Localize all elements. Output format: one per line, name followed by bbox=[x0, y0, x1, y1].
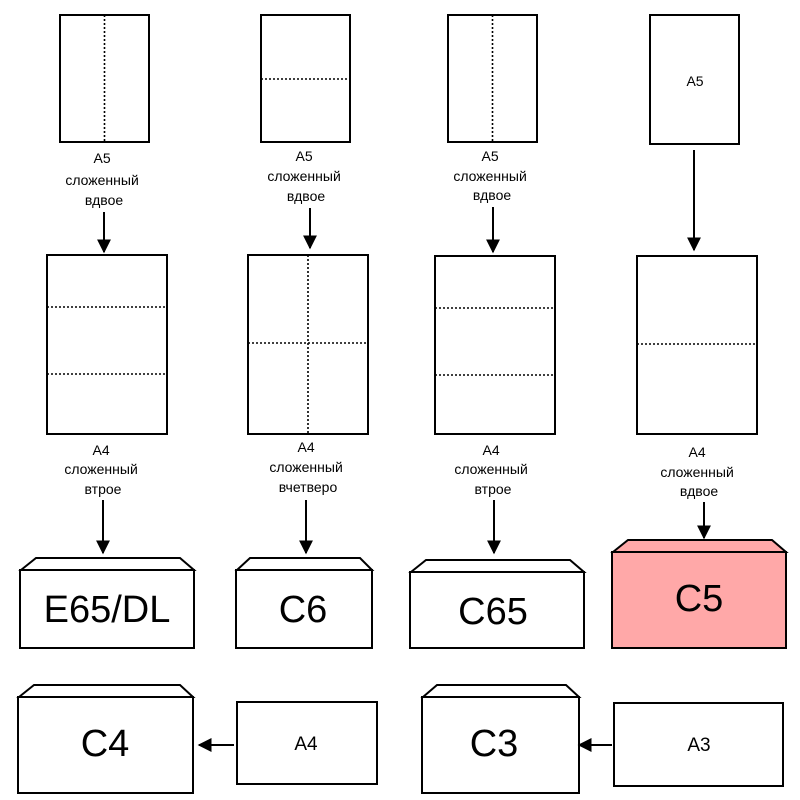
envelope-flap bbox=[18, 557, 197, 571]
a4-caption: A4 сложенный втрое bbox=[64, 442, 141, 497]
caption-line: сложенный bbox=[453, 168, 526, 184]
row-c4-a4: C4 A4 bbox=[16, 684, 378, 794]
a4-caption: A4 сложенный втрое bbox=[454, 442, 531, 497]
envelope-c65: C65 bbox=[408, 559, 587, 649]
envelope-label: C5 bbox=[675, 578, 724, 620]
caption-line: сложенный bbox=[660, 464, 733, 480]
caption-line: A4 bbox=[297, 439, 314, 455]
a5-sheet-folded-horizontal bbox=[260, 14, 351, 143]
caption-line: сложенный bbox=[454, 461, 527, 477]
caption-line: A4 bbox=[92, 442, 109, 458]
a5-caption: A5 сложенный вдвое bbox=[453, 148, 530, 203]
envelope-label: E65/DL bbox=[44, 589, 171, 631]
a5-caption: A5 сложенный вдвое bbox=[267, 148, 344, 204]
a4-sheet-folded-thirds bbox=[434, 255, 556, 435]
a5-sheet-label: A5 bbox=[686, 73, 703, 89]
caption-line: A5 bbox=[295, 148, 312, 164]
a4-sheet-landscape: A4 bbox=[236, 701, 378, 785]
caption-line: A4 bbox=[482, 442, 499, 458]
envelope-c3: C3 bbox=[420, 684, 582, 794]
caption-line: сложенный bbox=[267, 168, 340, 184]
caption-line: втрое bbox=[475, 481, 512, 497]
a4-sheet-folded-quarters bbox=[247, 254, 369, 435]
envelope-e65-dl: E65/DL bbox=[18, 557, 197, 649]
caption-line: вдвое bbox=[680, 483, 719, 499]
column-c6: A5 сложенный вдвое A4 сложенный вчетверо… bbox=[234, 14, 375, 649]
envelope-flap bbox=[610, 539, 789, 553]
a4-caption: A4 сложенный вдвое bbox=[660, 444, 737, 499]
caption-line: A4 bbox=[688, 444, 705, 460]
caption-line: вдвое bbox=[287, 188, 326, 204]
a5-sheet-folded-vertical bbox=[59, 14, 150, 143]
envelope-label: C6 bbox=[279, 589, 328, 631]
envelope-c5-highlighted: C5 bbox=[610, 539, 789, 649]
column-e65-dl: A5 сложенный вдвое A4 сложенный втрое E6… bbox=[18, 14, 197, 649]
caption-line: сложенный bbox=[65, 172, 138, 188]
caption-line: вчетверо bbox=[279, 479, 338, 495]
caption-line: сложенный bbox=[269, 459, 342, 475]
sheet-label: A3 bbox=[687, 735, 710, 756]
column-c65: A5 сложенный вдвое A4 сложенный втрое C6… bbox=[408, 14, 587, 649]
envelope-label: C4 bbox=[81, 723, 130, 765]
column-c5: A5 A4 сложенный вдвое C5 bbox=[610, 14, 789, 649]
caption-line: втрое bbox=[85, 481, 122, 497]
envelope-label: C65 bbox=[458, 591, 528, 633]
envelope-flap bbox=[420, 684, 582, 698]
caption-line: сложенный bbox=[64, 461, 137, 477]
envelope-label: C3 bbox=[470, 723, 519, 765]
caption-line: A5 bbox=[481, 148, 498, 164]
a3-sheet-landscape: A3 bbox=[613, 702, 784, 787]
a5-caption: A5 сложенный вдвое bbox=[65, 150, 142, 208]
a5-sheet: A5 bbox=[649, 14, 740, 145]
caption-line: A5 bbox=[93, 150, 110, 166]
envelope-flap bbox=[234, 557, 375, 571]
envelope-flap bbox=[408, 559, 587, 573]
a4-caption: A4 сложенный вчетверо bbox=[269, 439, 346, 495]
envelope-c4: C4 bbox=[16, 684, 196, 794]
a5-sheet-folded-vertical bbox=[447, 14, 538, 143]
caption-line: вдвое bbox=[473, 187, 512, 203]
sheet-label: A4 bbox=[294, 734, 318, 755]
a4-sheet-folded-thirds bbox=[46, 254, 168, 435]
a4-sheet-folded-half bbox=[636, 255, 758, 435]
envelope-flap bbox=[16, 684, 196, 698]
envelope-c6: C6 bbox=[234, 557, 375, 649]
caption-line: вдвое bbox=[85, 192, 124, 208]
row-c3-a3: C3 A3 bbox=[420, 684, 784, 794]
